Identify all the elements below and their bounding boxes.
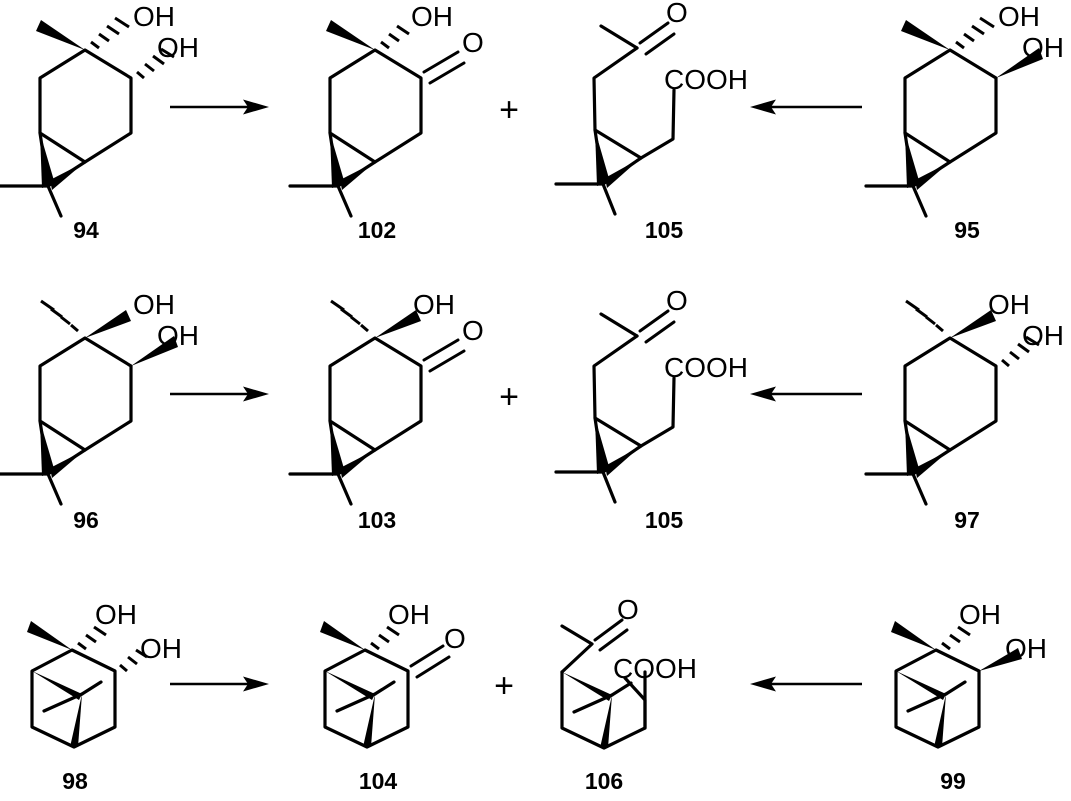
wedge-bond-oh-upper	[950, 310, 996, 338]
oh-label-lower: OH	[140, 633, 182, 664]
compound-label-97: 97	[954, 507, 980, 533]
compound-label-99: 99	[940, 768, 966, 794]
reaction-arrow-row1-right	[750, 99, 862, 115]
plus-symbol-row2: +	[499, 378, 519, 416]
ketone-oxygen-label: O	[666, 0, 688, 28]
reaction-arrow-row2-right	[750, 386, 862, 402]
structure-103: OH O 103	[288, 289, 484, 533]
wedge-bond-methyl	[27, 621, 72, 650]
bridge-wedge-lower	[70, 694, 82, 747]
cooh-label: COOH	[613, 653, 697, 684]
hash-bond-oh	[370, 625, 400, 651]
structure-102: OH O 102	[288, 1, 484, 243]
oh-label-upper: OH	[959, 599, 1001, 630]
compound-label-105-row1: 105	[645, 217, 684, 243]
carbonyl-oxygen-label: O	[444, 623, 466, 654]
bridge-wedge-lower	[363, 694, 375, 747]
oh-label: OH	[388, 599, 430, 630]
wedge-bond-oh-lower	[131, 336, 178, 366]
structure-105-row2: O COOH 105	[554, 285, 748, 533]
structure-98: OH OH 98	[27, 599, 182, 794]
oh-label-upper: OH	[133, 1, 175, 32]
compound-label-98: 98	[62, 768, 88, 794]
oh-label-lower: OH	[157, 320, 199, 351]
hash-bond-oh-upper	[941, 625, 971, 651]
reaction-arrow-row1-left	[170, 99, 269, 115]
structure-96: OH OH 96	[0, 289, 199, 533]
cooh-label: COOH	[664, 352, 748, 383]
oh-label-upper: OH	[998, 1, 1040, 32]
structure-97: OH OH 97	[864, 289, 1064, 533]
structure-106: O COOH 106	[560, 594, 697, 794]
compound-label-102: 102	[358, 217, 396, 243]
reaction-arrow-row2-left	[170, 386, 269, 402]
hash-bond-oh-lower	[1001, 335, 1040, 368]
hash-bond-methyl	[40, 299, 79, 333]
reaction-arrow-row3-right	[750, 676, 862, 692]
compound-label-105-row2: 105	[645, 507, 684, 533]
oh-label-upper: OH	[95, 599, 137, 630]
structure-94: OH OH 94	[0, 1, 199, 243]
compound-label-106: 106	[585, 768, 623, 794]
hash-bond-methyl	[905, 299, 944, 333]
bridge-wedge-lower	[934, 694, 946, 747]
hash-bond-oh-upper	[955, 16, 995, 50]
ketone-oxygen-label: O	[617, 594, 639, 625]
hash-bond-methyl	[330, 299, 369, 333]
cooh-label: COOH	[664, 64, 748, 95]
carbonyl-oxygen-label: O	[462, 27, 484, 58]
bridge-wedge-lower	[600, 695, 612, 748]
wedge-bond-oh-lower	[996, 48, 1043, 78]
oh-label-lower: OH	[1022, 32, 1064, 63]
hash-bond-oh	[380, 24, 410, 50]
wedge-bond-methyl	[891, 621, 936, 650]
carbonyl-oxygen-label: O	[462, 315, 484, 346]
oh-label-upper: OH	[988, 289, 1030, 320]
bridge-wedge-upper	[32, 671, 82, 700]
compound-label-94: 94	[73, 217, 99, 243]
oh-label-lower: OH	[1005, 633, 1047, 664]
structure-104: OH O 104	[320, 599, 466, 794]
wedge-bond-oh	[375, 310, 421, 338]
bridge-wedge-upper	[325, 671, 375, 700]
compound-label-95: 95	[954, 217, 980, 243]
hash-bond-oh-upper	[90, 16, 130, 50]
oh-label-lower: OH	[1022, 320, 1064, 351]
structure-105-row1: O COOH 105	[554, 0, 748, 243]
plus-symbol-row1: +	[499, 91, 519, 129]
wedge-bond-oh-lower	[979, 648, 1022, 671]
wedge-bond-oh-upper	[85, 310, 131, 338]
hash-bond-oh-upper	[77, 625, 107, 651]
ketone-oxygen-label: O	[666, 285, 688, 316]
structure-95: OH OH 95	[864, 1, 1064, 243]
reaction-arrow-row3-left	[170, 676, 269, 692]
hash-bond-oh-lower	[119, 648, 148, 673]
bridge-wedge-upper	[562, 672, 612, 701]
compound-label-103: 103	[358, 507, 396, 533]
bridge-wedge-upper	[896, 671, 946, 700]
wedge-bond-methyl	[320, 621, 365, 650]
hash-bond-oh-lower	[136, 47, 175, 80]
plus-symbol-row3: +	[494, 667, 514, 705]
oh-label-upper: OH	[133, 289, 175, 320]
oh-label: OH	[413, 289, 455, 320]
oh-label: OH	[411, 1, 453, 32]
oh-label-lower: OH	[157, 32, 199, 63]
compound-label-104: 104	[359, 768, 398, 794]
compound-label-96: 96	[73, 507, 99, 533]
structure-99: OH OH 99	[891, 599, 1047, 794]
